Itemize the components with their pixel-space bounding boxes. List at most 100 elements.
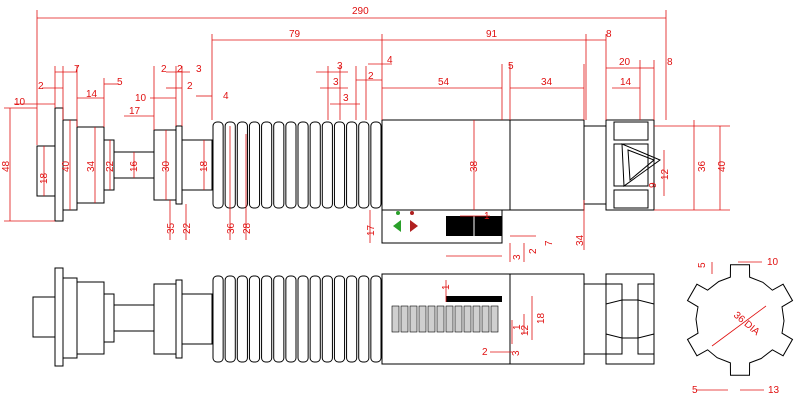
- dim-collar-d: 3: [196, 64, 202, 75]
- dim-ring: 8: [606, 29, 612, 40]
- grip-rib: [370, 121, 382, 209]
- battery-cell: [445, 305, 454, 333]
- grip-rib: [261, 121, 273, 209]
- deactivation-button-icon: [410, 220, 418, 232]
- grip-rib: [236, 275, 248, 363]
- dim-rib-e: 4: [387, 55, 393, 66]
- dim-pommel-dia: 48: [1, 160, 12, 172]
- dim-rib-a: 3: [337, 61, 343, 72]
- pommel-body: [76, 126, 105, 204]
- dim-neck-dia: 22: [105, 160, 116, 172]
- dim-notch-b: 13: [768, 385, 780, 396]
- grip-rib: [333, 275, 346, 363]
- emitter-ring: [583, 125, 607, 205]
- activation-button-icon: [393, 220, 401, 232]
- dim-rib-b: 3: [333, 77, 339, 88]
- grip-rib: [248, 121, 261, 209]
- grip-rib: [333, 121, 346, 209]
- dim-body-b: 34: [541, 77, 553, 88]
- dim-collar-b: 2: [161, 64, 167, 75]
- dim-emitter-c: 14: [620, 77, 632, 88]
- dim-overall-length: 290: [352, 6, 369, 17]
- battery-cell: [400, 305, 409, 333]
- dim-switch-top: 1: [484, 211, 490, 222]
- grip-rib: [297, 275, 309, 363]
- dim-flange-width: 22: [182, 222, 193, 234]
- grip-rib: [346, 121, 358, 209]
- dim-collar-dia: 30: [161, 160, 172, 172]
- dim-tooth-height: 5: [697, 262, 708, 268]
- dim-notch-a: 5: [692, 385, 698, 396]
- battery-cell: [409, 305, 418, 333]
- dim-emitter-outer: 40: [717, 160, 728, 172]
- pommel-cap: [36, 145, 56, 197]
- grip-rib: [224, 275, 236, 363]
- battery-cell: [427, 305, 436, 333]
- dim-detail-c: 18: [536, 312, 547, 324]
- dim-collar-e: 2: [177, 64, 183, 75]
- dim-body-length: 91: [486, 29, 498, 40]
- dim-emitter-dia: 36: [697, 160, 708, 172]
- dim-rib-d: 2: [368, 71, 374, 82]
- dim-pommel-cap: 10: [14, 97, 26, 108]
- grip-rib: [285, 121, 297, 209]
- dim-collar-a: 10: [135, 93, 147, 104]
- dim-switch-height: 7: [544, 240, 555, 246]
- dimension-lines: [4, 10, 767, 391]
- dim-detail-b: 12: [520, 324, 531, 336]
- collar-flange: [175, 125, 183, 205]
- grip-rib: [321, 275, 333, 363]
- grip-rib: [370, 275, 382, 363]
- battery-cell: [490, 305, 499, 333]
- emitter-end-view: [686, 264, 794, 376]
- grip-ribs-bottom: [212, 275, 382, 363]
- dim-rib-inner: 28: [242, 222, 253, 234]
- dim-rib-c: 3: [343, 93, 349, 104]
- dim-collar-c: 2: [187, 81, 193, 92]
- battery-cell: [463, 305, 472, 333]
- main-body: [381, 119, 585, 211]
- dim-rib-outer: 36: [226, 222, 237, 234]
- dim-main-dia: 38: [469, 160, 480, 172]
- dim-ring-dia: 40: [61, 160, 72, 172]
- dim-emitter-inner: 12: [660, 168, 671, 180]
- grip-rib: [212, 275, 224, 363]
- dim-emitter-b: 8: [667, 57, 673, 68]
- battery-window: [391, 305, 499, 333]
- dim-shaft: 17: [129, 106, 141, 117]
- top-view: [36, 107, 662, 244]
- dim-body-dia: 34: [86, 160, 97, 172]
- dim-cap-dia: 18: [39, 172, 50, 184]
- control-box: [381, 209, 503, 244]
- grip-rib: [297, 121, 309, 209]
- dim-body-gap: 5: [508, 61, 514, 72]
- grip-rib: [309, 121, 321, 209]
- dim-detail-a: 1: [441, 284, 452, 290]
- dim-switch-gap: 2: [528, 248, 539, 254]
- grip-rib: [273, 275, 285, 363]
- dim-pommel-a: 7: [74, 64, 80, 75]
- dim-collar-width: 35: [166, 222, 177, 234]
- dim-tooth-width: 10: [767, 257, 779, 268]
- grip-rib: [358, 275, 370, 363]
- battery-cell: [391, 305, 400, 333]
- neck: [181, 139, 213, 191]
- battery-cell: [481, 305, 490, 333]
- dim-switch-depth: 3: [512, 254, 523, 260]
- grip-rib: [346, 275, 358, 363]
- grip-ribs: [212, 121, 382, 209]
- dim-neck2-dia: 18: [199, 160, 210, 172]
- dim-box-height: 17: [366, 224, 377, 236]
- dim-detail-f: 1: [512, 324, 523, 330]
- battery-cell: [418, 305, 427, 333]
- grip-rib: [273, 121, 285, 209]
- grip-rib: [248, 275, 261, 363]
- dim-emitter-notch: 9: [648, 182, 659, 188]
- dim-neck: 4: [223, 91, 229, 102]
- dim-emitter-a: 20: [619, 57, 631, 68]
- grip-rib: [321, 121, 333, 209]
- bottom-view: [32, 267, 655, 367]
- dim-detail-e: 3: [511, 350, 522, 356]
- grip-rib: [236, 121, 248, 209]
